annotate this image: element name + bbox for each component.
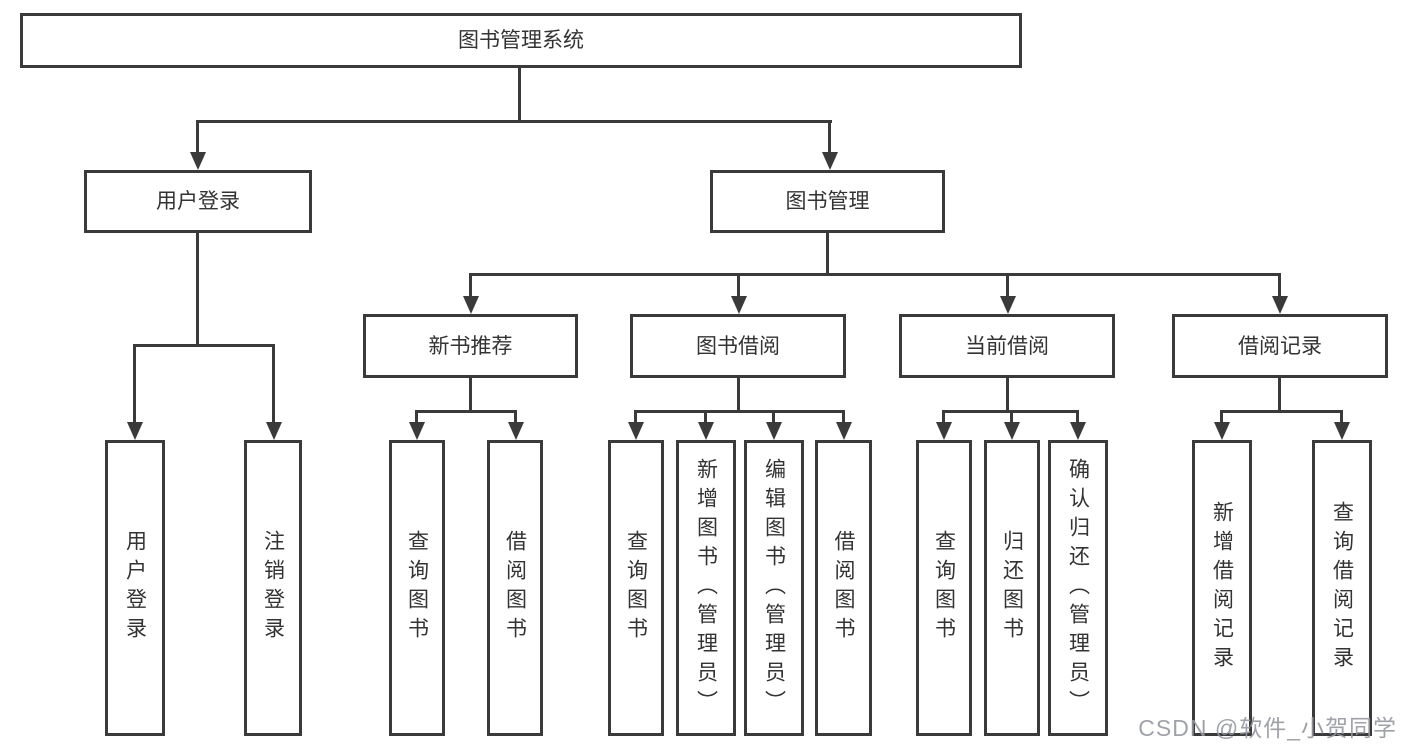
arrow-down-icon — [508, 422, 524, 440]
node-label: 注销登录 — [261, 530, 285, 646]
arrow-down-icon — [1004, 422, 1020, 440]
arrow-down-icon — [936, 422, 952, 440]
arrow-down-icon — [822, 152, 838, 170]
connector-shaft — [1076, 410, 1079, 424]
node-label: 图书借阅 — [696, 334, 780, 358]
connector-current-borrow-trunk — [1006, 378, 1009, 410]
node-label: 编辑图书（管理员） — [762, 457, 786, 719]
connector-shaft — [415, 410, 418, 424]
node-user-login: 用户登录 — [84, 170, 312, 233]
connector-shaft — [1340, 410, 1343, 424]
node-query-book-newbook: 查询图书 — [389, 440, 445, 736]
node-label: 用户登录 — [123, 530, 147, 646]
connector-shaft-logout — [272, 344, 275, 424]
node-label: 借阅记录 — [1238, 334, 1322, 358]
connector-user-login-branch — [133, 344, 275, 347]
arrow-down-icon — [1070, 422, 1086, 440]
node-edit-book-admin: 编辑图书（管理员） — [744, 440, 804, 736]
connector-shaft — [1220, 410, 1223, 424]
arrow-down-icon — [190, 152, 206, 170]
arrow-down-icon — [731, 296, 747, 314]
arrow-down-icon — [266, 422, 282, 440]
connector-book-management-branch — [469, 273, 1281, 276]
node-book-management: 图书管理 — [710, 170, 945, 233]
node-root-library-management-system: 图书管理系统 — [20, 13, 1022, 68]
node-label: 新书推荐 — [428, 334, 513, 358]
node-add-book-admin: 新增图书（管理员） — [676, 440, 736, 736]
node-query-book-current: 查询图书 — [916, 440, 972, 736]
node-logout-leaf: 注销登录 — [244, 440, 302, 736]
connector-shaft — [1010, 410, 1013, 424]
node-borrow-record: 借阅记录 — [1172, 314, 1388, 378]
node-label: 新增借阅记录 — [1210, 501, 1234, 675]
arrow-down-icon — [1334, 422, 1350, 440]
node-label: 查询图书 — [624, 530, 648, 646]
connector-book-borrow-trunk — [737, 378, 740, 410]
node-query-book-borrowsec: 查询图书 — [608, 440, 664, 736]
connector-shaft — [514, 410, 517, 424]
connector-new-book-trunk — [469, 378, 472, 410]
csdn-watermark: CSDN @软件_小贺同学 — [1138, 715, 1397, 741]
node-borrow-book-newbook: 借阅图书 — [487, 440, 543, 736]
node-label: 借阅图书 — [832, 530, 855, 646]
arrow-down-icon — [698, 422, 714, 440]
node-label: 查询借阅记录 — [1330, 501, 1354, 675]
arrow-down-icon — [463, 296, 479, 314]
node-query-borrow-record: 查询借阅记录 — [1312, 440, 1372, 736]
connector-book-borrow-branch — [634, 410, 845, 413]
node-label: 确认归还（管理员） — [1066, 457, 1090, 719]
node-confirm-return-admin: 确认归还（管理员） — [1048, 440, 1108, 736]
arrow-down-icon — [1214, 422, 1230, 440]
connector-root-trunk — [518, 68, 521, 120]
connector-shaft-new-book — [469, 273, 472, 298]
node-label: 查询图书 — [932, 530, 956, 646]
node-book-borrow: 图书借阅 — [630, 314, 846, 378]
connector-shaft-user-login — [196, 120, 199, 153]
node-label: 借阅图书 — [503, 530, 527, 646]
node-label: 当前借阅 — [965, 334, 1049, 358]
connector-shaft — [772, 410, 775, 424]
node-new-book-recommend: 新书推荐 — [363, 314, 578, 378]
node-borrow-book-borrowsec: 借阅图书 — [815, 440, 872, 736]
node-label: 图书管理 — [785, 190, 870, 213]
node-label: 归还图书 — [1000, 530, 1024, 646]
connector-shaft-login — [133, 344, 136, 424]
node-label: 图书管理系统 — [458, 29, 584, 52]
arrow-down-icon — [628, 422, 644, 440]
node-return-book: 归还图书 — [984, 440, 1040, 736]
arrow-down-icon — [1272, 296, 1288, 314]
connector-shaft-book-borrow — [737, 273, 740, 298]
arrow-down-icon — [127, 422, 143, 440]
connector-shaft-borrow-record — [1278, 273, 1281, 298]
connector-book-management-trunk — [826, 233, 829, 275]
node-label: 查询图书 — [405, 530, 429, 646]
connector-shaft-current-borrow — [1006, 273, 1009, 298]
connector-shaft — [842, 410, 845, 424]
node-current-borrow: 当前借阅 — [899, 314, 1115, 378]
node-label: 新增图书（管理员） — [694, 457, 718, 719]
connector-root-branch — [196, 120, 832, 123]
arrow-down-icon — [409, 422, 425, 440]
connector-shaft — [942, 410, 945, 424]
arrow-down-icon — [1000, 296, 1016, 314]
connector-user-login-trunk — [196, 233, 199, 344]
node-add-borrow-record: 新增借阅记录 — [1192, 440, 1252, 736]
arrow-down-icon — [766, 422, 782, 440]
connector-shaft — [704, 410, 707, 424]
connector-shaft — [634, 410, 637, 424]
node-label: 用户登录 — [156, 190, 240, 213]
connector-borrow-record-trunk — [1278, 378, 1281, 410]
connector-new-book-branch — [415, 410, 517, 413]
node-user-login-leaf: 用户登录 — [105, 440, 165, 736]
connector-borrow-record-branch — [1220, 410, 1342, 413]
connector-shaft-book-management — [828, 120, 831, 153]
arrow-down-icon — [836, 422, 852, 440]
